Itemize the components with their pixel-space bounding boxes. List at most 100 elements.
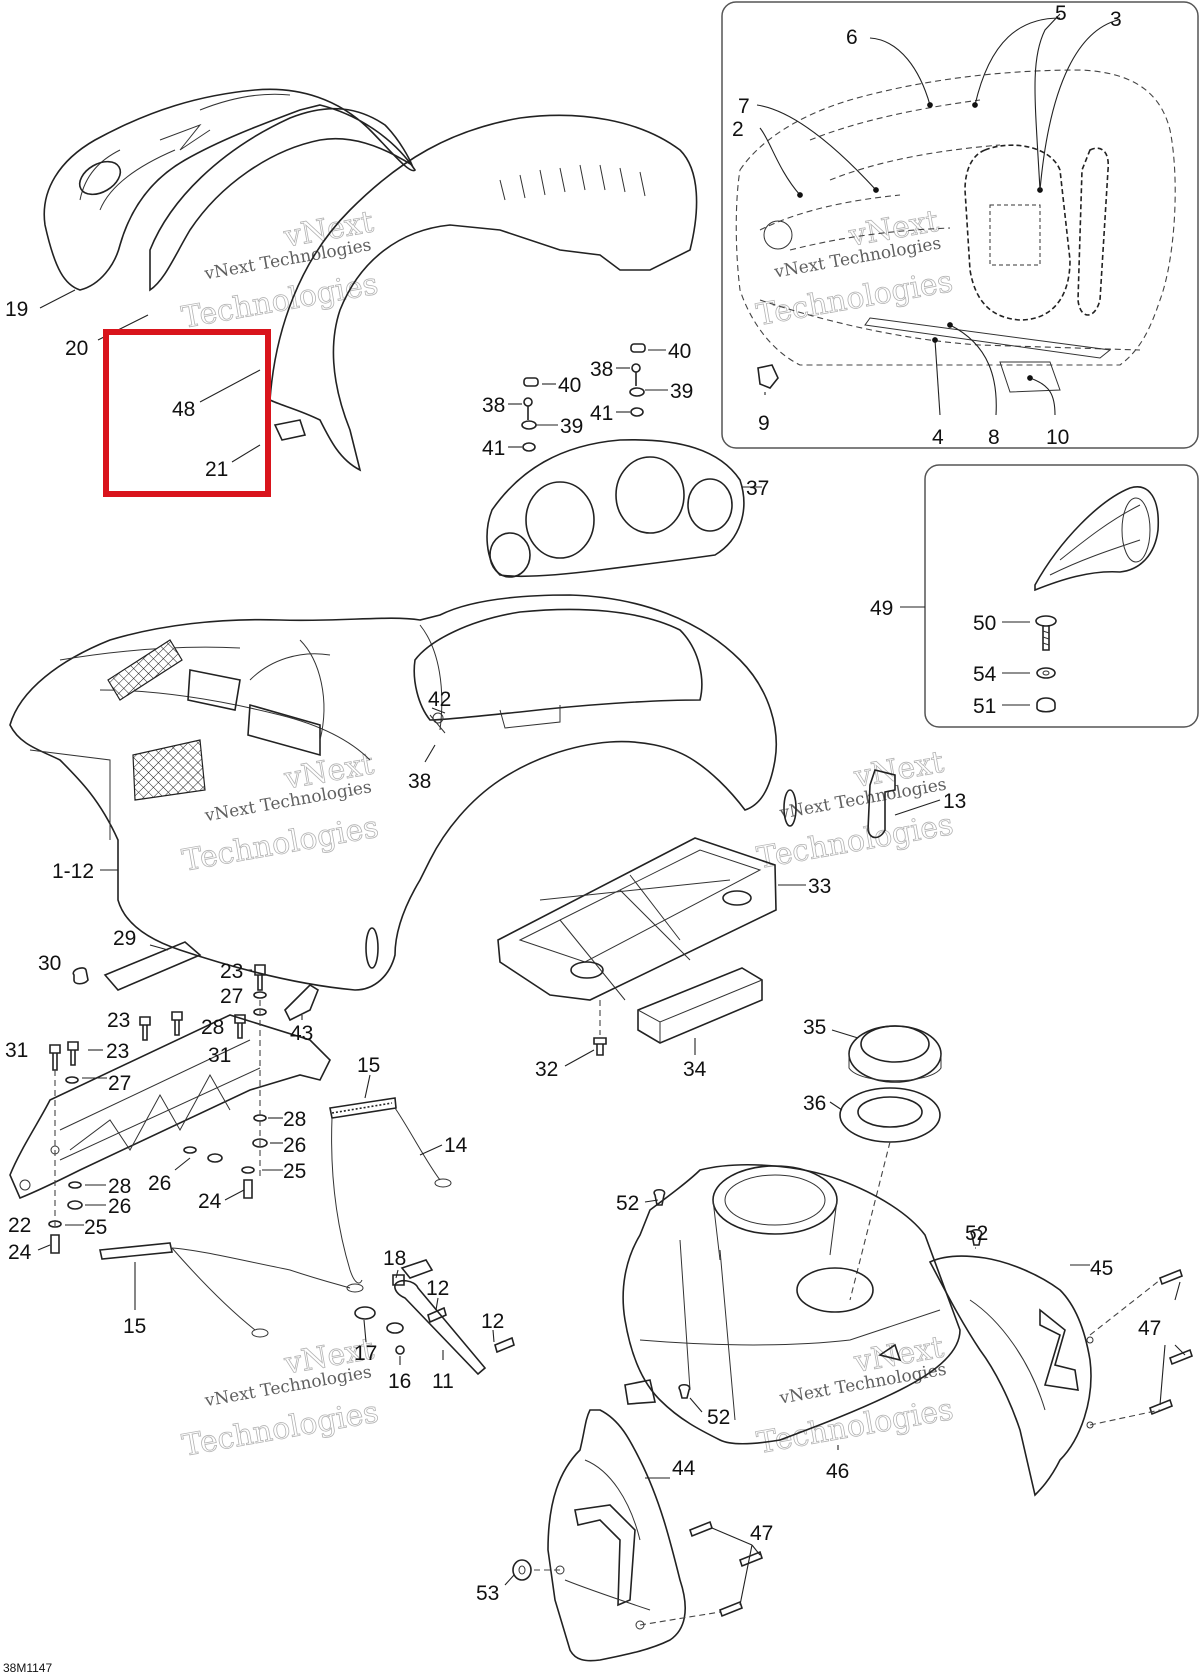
hood-cables-14-15[interactable] xyxy=(99,1097,452,1338)
fasteners-38-41[interactable] xyxy=(521,343,646,452)
svg-text:50: 50 xyxy=(973,612,996,635)
svg-text:21: 21 xyxy=(205,458,228,481)
svg-text:49: 49 xyxy=(870,597,893,620)
svg-text:35: 35 xyxy=(803,1016,826,1039)
svg-text:25: 25 xyxy=(84,1216,107,1239)
svg-text:47: 47 xyxy=(1138,1317,1161,1340)
fastener-callouts-right: 40 38 39 41 xyxy=(590,340,693,425)
svg-text:10: 10 xyxy=(1046,426,1069,449)
svg-text:36: 36 xyxy=(803,1092,826,1115)
bracket-13[interactable] xyxy=(867,769,896,839)
cable-callouts: 15 14 15 18 12 12 17 16 11 xyxy=(123,1054,504,1393)
svg-text:33: 33 xyxy=(808,875,831,898)
callout-33: 33 xyxy=(778,875,831,898)
svg-text:17: 17 xyxy=(354,1342,377,1365)
callout-34: 34 xyxy=(683,1038,707,1081)
svg-text:38: 38 xyxy=(590,358,613,381)
svg-text:52: 52 xyxy=(707,1406,730,1429)
svg-text:16: 16 xyxy=(388,1370,411,1393)
svg-text:44: 44 xyxy=(672,1457,696,1480)
svg-text:30: 30 xyxy=(38,952,61,975)
svg-text:7: 7 xyxy=(738,95,750,118)
svg-text:26: 26 xyxy=(148,1172,171,1195)
svg-text:53: 53 xyxy=(476,1582,499,1605)
mirror-hardware-50-54-51[interactable] xyxy=(1035,615,1057,713)
svg-text:23: 23 xyxy=(220,960,243,983)
svg-text:4: 4 xyxy=(932,426,944,449)
gasket-36[interactable] xyxy=(839,1087,941,1143)
side-panel-44[interactable] xyxy=(547,1409,686,1662)
side-panel-45[interactable] xyxy=(928,1255,1094,1497)
callout-48: 48 xyxy=(172,369,261,421)
bracket-callouts: 29 30 23 27 43 23 28 31 31 23 27 28 26 2… xyxy=(5,927,313,1264)
svg-text:39: 39 xyxy=(560,415,583,438)
svg-text:40: 40 xyxy=(558,374,581,397)
bracket-43[interactable] xyxy=(284,983,319,1022)
svg-text:26: 26 xyxy=(108,1195,131,1218)
svg-text:46: 46 xyxy=(826,1460,849,1483)
svg-text:54: 54 xyxy=(973,663,997,686)
drawing-code: 38M1147 xyxy=(3,1661,52,1675)
decal-panels-19-20-21[interactable] xyxy=(43,88,698,472)
svg-text:8: 8 xyxy=(988,426,1000,449)
rod-29-30[interactable] xyxy=(72,941,202,991)
foam-block-34[interactable] xyxy=(637,967,763,1044)
callout-19: 19 xyxy=(5,289,76,321)
svg-text:42: 42 xyxy=(428,688,451,711)
svg-text:34: 34 xyxy=(683,1058,707,1081)
svg-text:47: 47 xyxy=(750,1522,773,1545)
svg-text:3: 3 xyxy=(1110,8,1122,31)
svg-text:14: 14 xyxy=(444,1134,468,1157)
svg-text:28: 28 xyxy=(201,1016,224,1039)
storage-tray-33[interactable] xyxy=(497,837,777,1001)
svg-text:26: 26 xyxy=(283,1134,306,1157)
svg-text:52: 52 xyxy=(616,1192,639,1215)
svg-text:41: 41 xyxy=(482,437,505,460)
callout-13: 13 xyxy=(894,790,966,816)
svg-text:31: 31 xyxy=(208,1044,231,1067)
filler-callouts: 35 36 xyxy=(803,1016,891,1301)
svg-text:23: 23 xyxy=(106,1040,129,1063)
gauge-support-37[interactable] xyxy=(486,438,745,578)
svg-text:48: 48 xyxy=(172,398,195,421)
callout-21: 21 xyxy=(205,444,261,481)
svg-text:31: 31 xyxy=(5,1039,28,1062)
svg-text:13: 13 xyxy=(943,790,966,813)
svg-text:12: 12 xyxy=(481,1310,504,1333)
svg-text:23: 23 xyxy=(107,1009,130,1032)
svg-text:40: 40 xyxy=(668,340,691,363)
svg-text:25: 25 xyxy=(283,1160,306,1183)
svg-text:5: 5 xyxy=(1055,2,1067,25)
svg-text:27: 27 xyxy=(108,1072,131,1095)
svg-text:15: 15 xyxy=(357,1054,380,1077)
svg-text:24: 24 xyxy=(198,1190,222,1213)
svg-text:52: 52 xyxy=(965,1222,988,1245)
filler-ring-35[interactable] xyxy=(848,1025,942,1083)
latch-11-16-17-18[interactable] xyxy=(354,1259,515,1376)
bracket-hardware[interactable] xyxy=(48,964,268,1254)
inset-callouts: 3 5 6 7 2 9 4 8 10 xyxy=(732,2,1122,449)
svg-text:20: 20 xyxy=(65,337,88,360)
svg-text:43: 43 xyxy=(290,1022,313,1045)
svg-text:9: 9 xyxy=(758,412,770,435)
svg-text:15: 15 xyxy=(123,1315,146,1338)
mirror-49[interactable] xyxy=(1034,486,1160,592)
console-callouts: 52 52 45 47 52 46 44 47 53 xyxy=(476,1192,1186,1606)
hood-bracket-22[interactable] xyxy=(9,1014,331,1200)
console-46[interactable] xyxy=(622,1164,961,1445)
svg-text:45: 45 xyxy=(1090,1257,1113,1280)
hood-assembly[interactable] xyxy=(9,594,797,991)
svg-text:39: 39 xyxy=(670,380,693,403)
svg-text:51: 51 xyxy=(973,695,996,718)
svg-text:28: 28 xyxy=(108,1175,131,1198)
svg-text:38: 38 xyxy=(482,394,505,417)
screw-32[interactable] xyxy=(593,1000,607,1056)
svg-text:24: 24 xyxy=(8,1241,32,1264)
svg-text:1-12: 1-12 xyxy=(52,860,94,883)
svg-text:19: 19 xyxy=(5,298,28,321)
svg-text:12: 12 xyxy=(426,1277,449,1300)
rivets-47-52-53[interactable] xyxy=(512,1188,1193,1626)
callout-37: 37 xyxy=(742,477,769,500)
mirror-callouts: 49 50 54 51 xyxy=(870,597,1030,718)
